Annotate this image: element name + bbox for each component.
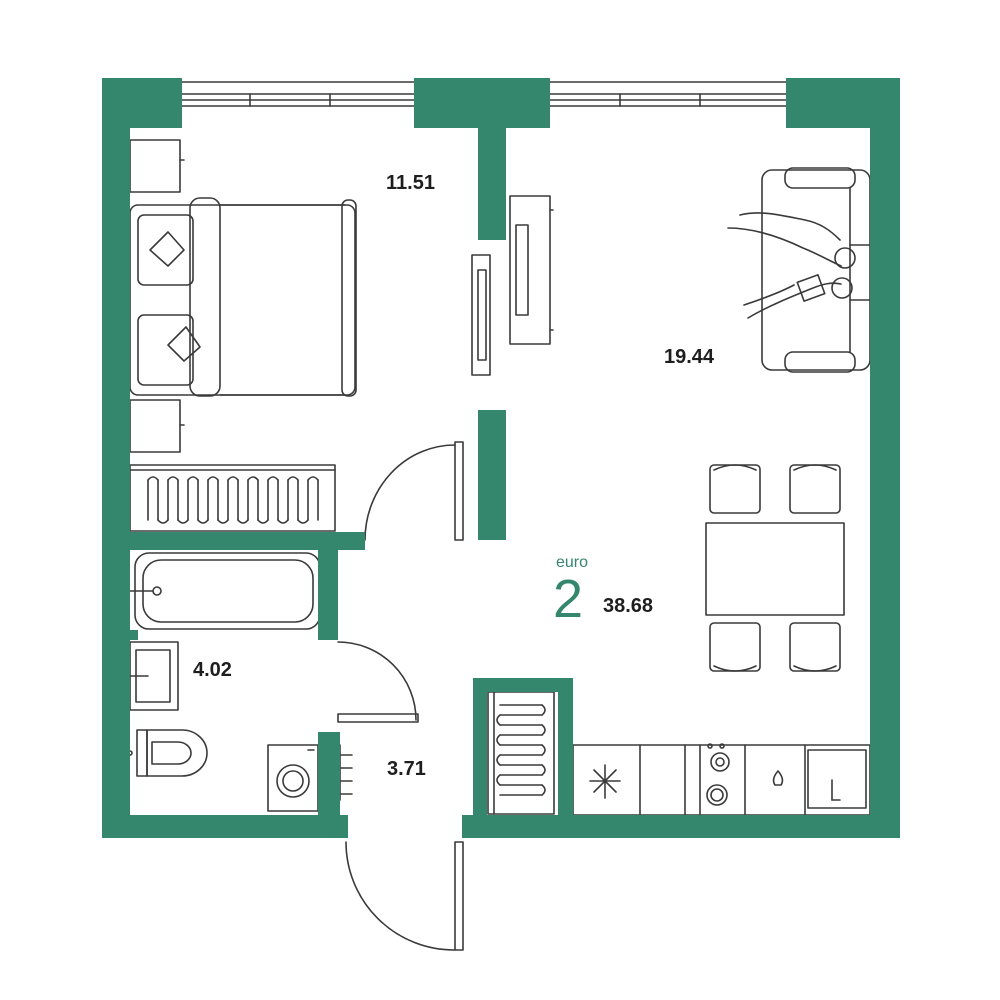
chair-icon [789, 464, 841, 514]
radiator-icon [129, 464, 336, 532]
window-icon [547, 81, 789, 107]
door-icon [364, 441, 464, 541]
toilet-icon [127, 729, 208, 777]
tv-icon [509, 195, 554, 345]
bathroom-area-label: 4.02 [193, 659, 232, 681]
hanger-icon [339, 744, 353, 801]
faucet-icon [772, 770, 784, 786]
washing-machine-icon [267, 744, 319, 812]
radiator-icon [487, 691, 555, 815]
window-icon [179, 81, 417, 107]
chair-icon [709, 464, 761, 514]
stove-icon [706, 743, 730, 806]
chair-icon [789, 622, 841, 672]
nightstand-icon [129, 139, 185, 193]
kitchen-sink-icon [807, 749, 867, 809]
total-area-label: 38.68 [603, 595, 654, 617]
chair-icon [709, 622, 761, 672]
living-area-label: 19.44 [664, 346, 715, 368]
nightstand-icon [129, 399, 185, 453]
people-icon [727, 212, 856, 319]
table-icon [705, 522, 845, 616]
rooms-count-label: 2 [553, 569, 584, 629]
door-icon [337, 641, 419, 723]
sofa-icon [761, 167, 871, 373]
tv-icon [471, 254, 491, 376]
walls [102, 78, 900, 838]
bathtub-icon [129, 552, 321, 630]
sink-icon [129, 641, 179, 711]
hall-area-label: 3.71 [387, 758, 426, 780]
door-icon [345, 841, 464, 951]
fridge-icon [589, 764, 621, 799]
bedroom-area-label: 11.51 [386, 172, 435, 194]
apartment-type-label: euro [556, 554, 589, 571]
bed-icon [129, 197, 357, 397]
